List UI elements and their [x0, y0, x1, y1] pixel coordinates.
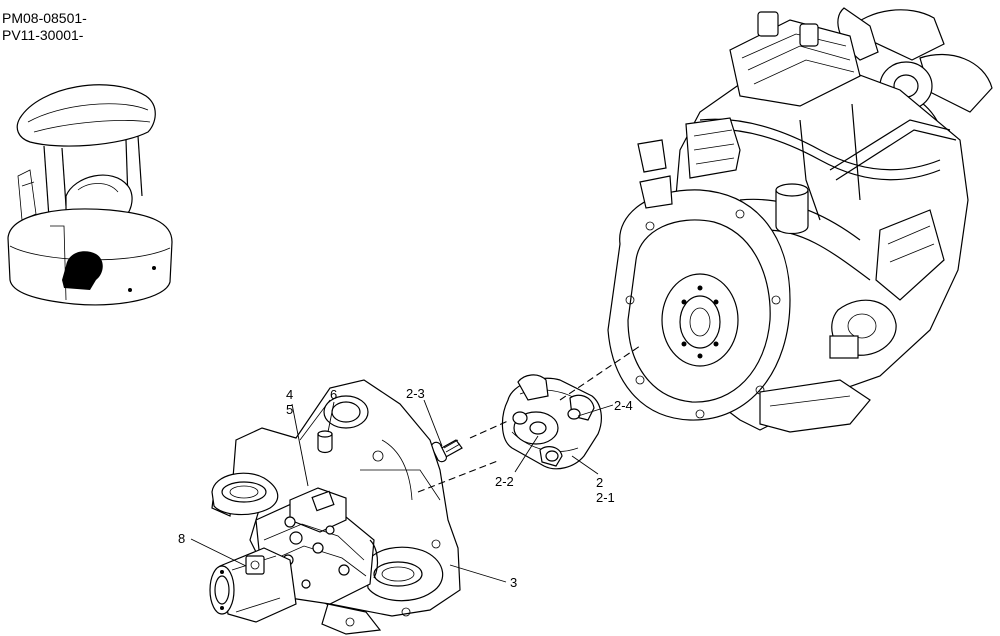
callout-3: 3: [510, 575, 517, 590]
machine-locator-icon: [7, 84, 173, 306]
alignment-lines: [417, 345, 641, 493]
callout-5: 5: [286, 402, 293, 417]
callout-2-1: 2-1: [596, 490, 615, 505]
callout-4: 4: [286, 387, 293, 402]
pump-bracket-assembly: [209, 379, 461, 635]
bolt-part: [431, 439, 463, 463]
callout-2-4: 2-4: [614, 398, 633, 413]
serial-range-1: PM08-08501-: [2, 10, 87, 26]
callout-2: 2: [596, 475, 603, 490]
callout-2-3: 2-3: [406, 386, 425, 401]
engine-assembly: [607, 7, 993, 433]
callout-6: 6: [330, 387, 337, 402]
callout-2-2: 2-2: [495, 474, 514, 489]
serial-range-2: PV11-30001-: [2, 27, 84, 43]
leader-lines: [190, 399, 614, 583]
callout-8: 8: [178, 531, 185, 546]
callout-labels: 4 5 6 2-3 2-4 2-2 2 2-1 8 3: [178, 386, 633, 590]
coupling-assembly: [501, 374, 602, 470]
